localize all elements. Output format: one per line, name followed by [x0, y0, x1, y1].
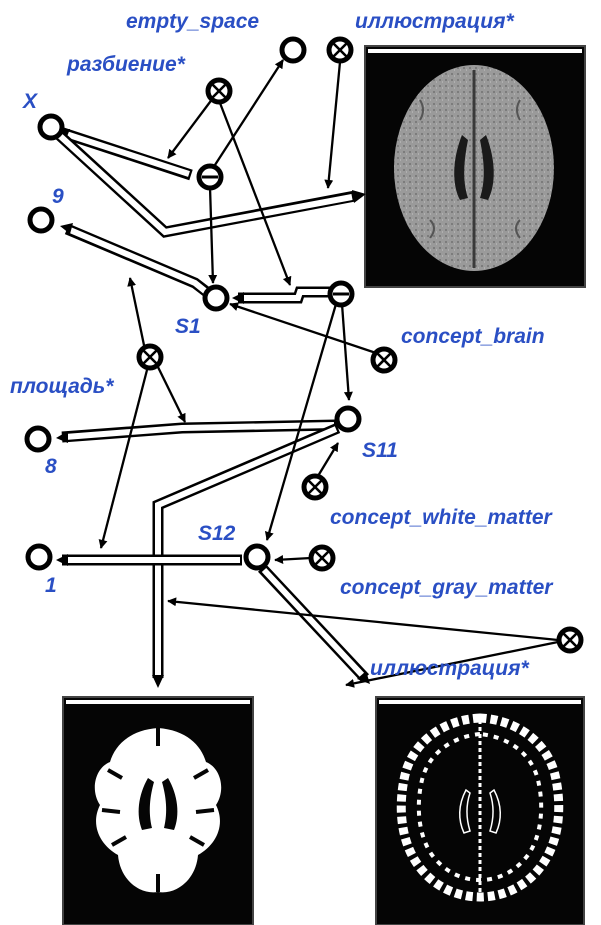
- node-area: [139, 346, 161, 368]
- node-x: [40, 116, 62, 138]
- label-s1: S1: [175, 315, 201, 338]
- node-s1: [205, 287, 227, 309]
- node-s11: [337, 408, 359, 430]
- label-partition: разбиение*: [66, 53, 186, 76]
- label-1: 1: [45, 574, 57, 597]
- node-illustration-top: [329, 39, 351, 61]
- label-s11: S11: [362, 439, 398, 462]
- label-illustration-bottom: иллюстрация*: [370, 657, 529, 680]
- node-empty-space: [282, 39, 304, 61]
- node-tuple-s-right: [330, 283, 352, 305]
- node-illustration-bottom: [559, 629, 581, 651]
- double-arc-s12-to-1: [56, 554, 242, 566]
- label-8: 8: [45, 455, 57, 478]
- node-tuple-s: [199, 166, 221, 188]
- label-area: площадь*: [10, 375, 114, 398]
- node-1: [28, 546, 50, 568]
- gray-matter-image: [376, 697, 584, 925]
- node-concept-brain: [373, 349, 395, 371]
- double-arc-s1-to-9: [60, 223, 212, 296]
- double-arc-s-to-s1: [232, 292, 332, 304]
- label-concept-brain: concept_brain: [401, 325, 545, 348]
- node-concept-white-matter: [304, 476, 326, 498]
- label-9: 9: [52, 185, 64, 208]
- white-matter-image: [63, 697, 253, 925]
- node-partition: [208, 80, 230, 102]
- node-9: [30, 209, 52, 231]
- node-8: [27, 428, 49, 450]
- mri-image-top: [365, 46, 585, 287]
- label-s12: S12: [198, 522, 236, 545]
- label-concept-gray-matter: concept_gray_matter: [340, 576, 554, 599]
- label-x: X: [22, 90, 39, 113]
- node-concept-gray-matter: [311, 547, 333, 569]
- double-arc-s11-to-8: [56, 425, 336, 443]
- label-concept-white-matter: concept_white_matter: [330, 506, 554, 529]
- label-illustration-top: иллюстрация*: [355, 10, 514, 33]
- label-empty-space: empty_space: [126, 10, 259, 33]
- node-s12: [246, 546, 268, 568]
